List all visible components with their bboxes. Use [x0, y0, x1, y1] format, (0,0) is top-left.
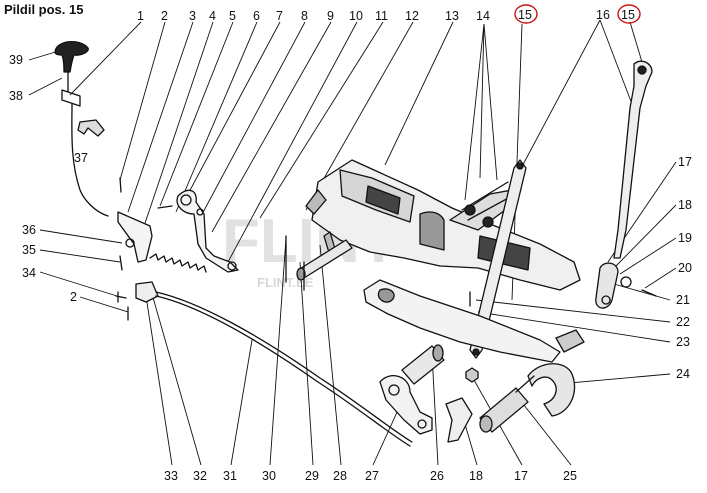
shaft-end: [555, 329, 585, 353]
link-end-21: [595, 262, 619, 309]
link-18: [445, 397, 473, 443]
label-13: 13: [445, 9, 459, 23]
spring-10: [149, 253, 207, 273]
label-39: 39: [9, 53, 23, 67]
label-30: 30: [262, 469, 276, 483]
highlight-circle-15a: [514, 4, 538, 24]
label-23: 23: [676, 335, 690, 349]
label-10: 10: [349, 9, 363, 23]
washer-36: [125, 238, 135, 248]
label-2b: 2: [70, 290, 77, 304]
label-7: 7: [276, 9, 283, 23]
label-28: 28: [333, 469, 347, 483]
label-14: 14: [476, 9, 490, 23]
clip-37: [77, 119, 105, 137]
label-25: 25: [563, 469, 577, 483]
label-17b: 17: [514, 469, 528, 483]
diagram-title: Pildil pos. 15: [4, 2, 84, 17]
label-27: 27: [365, 469, 379, 483]
bolt-3: [157, 205, 173, 209]
clevis-33-32: [135, 281, 159, 303]
control-knob: [54, 41, 89, 73]
label-15b: 15: [621, 8, 635, 22]
label-20: 20: [678, 261, 692, 275]
bellcrank-arm: [176, 189, 239, 273]
leader-lines: [28, 19, 677, 466]
top-link-16: [613, 60, 653, 259]
bolt-34: [115, 291, 127, 303]
label-18a: 18: [678, 198, 692, 212]
label-19: 19: [678, 231, 692, 245]
label-1: 1: [137, 9, 144, 23]
rod-31: [155, 291, 413, 447]
label-12: 12: [405, 9, 419, 23]
label-34: 34: [22, 266, 36, 280]
hook-24: [527, 363, 576, 417]
part-labels: 1 2 3 4 5 6 7 8 9 10 11 12 13 14 15 16 1…: [9, 4, 692, 483]
label-11: 11: [375, 9, 388, 23]
highlight-circle-15b: [617, 4, 641, 24]
label-2: 2: [161, 9, 168, 23]
label-15a: 15: [518, 8, 532, 22]
label-5: 5: [229, 9, 236, 23]
lower-link-27: [379, 375, 433, 435]
link-plate: [117, 211, 153, 263]
label-22: 22: [676, 315, 690, 329]
label-33: 33: [164, 469, 178, 483]
label-26: 26: [430, 469, 444, 483]
label-3: 3: [189, 9, 196, 23]
pin-2a: [119, 177, 122, 193]
label-21: 21: [676, 293, 690, 307]
lift-rod-15: [469, 159, 527, 359]
label-8: 8: [301, 9, 308, 23]
label-16: 16: [596, 8, 610, 22]
control-rod-upper: [67, 71, 109, 217]
label-17a: 17: [678, 155, 692, 169]
label-29: 29: [305, 469, 319, 483]
label-37: 37: [74, 151, 88, 165]
label-32: 32: [193, 469, 207, 483]
label-24: 24: [676, 367, 690, 381]
pin-20: [641, 289, 657, 297]
label-38: 38: [9, 89, 23, 103]
label-18b: 18: [469, 469, 483, 483]
label-36: 36: [22, 223, 36, 237]
control-lever-bracket: [61, 89, 81, 107]
label-6: 6: [253, 9, 260, 23]
label-31: 31: [223, 469, 237, 483]
lift-arm-24: [363, 279, 561, 363]
label-35: 35: [22, 243, 36, 257]
label-4: 4: [209, 9, 216, 23]
parts-drawing: [54, 41, 657, 447]
pin-35: [119, 255, 123, 271]
label-9: 9: [327, 9, 334, 23]
nut-17: [465, 367, 479, 383]
